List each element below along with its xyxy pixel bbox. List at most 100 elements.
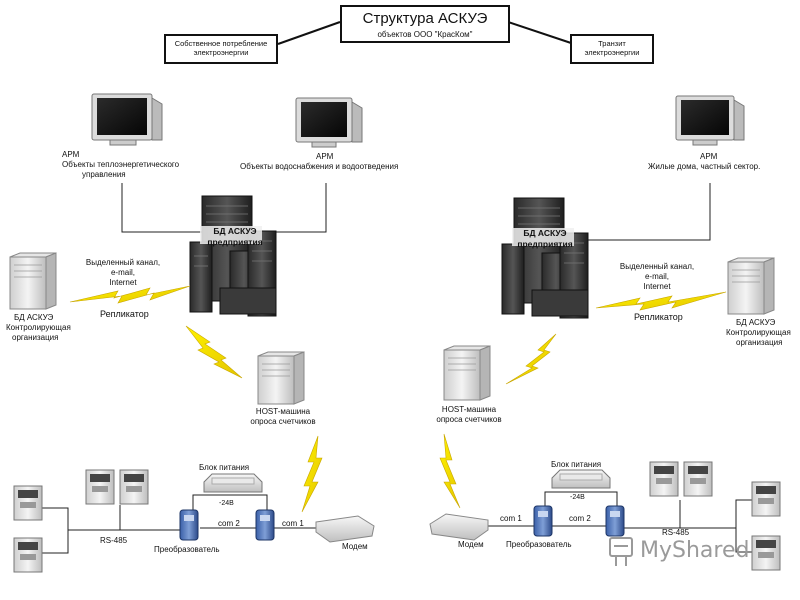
electricity-meter-icon [751, 481, 781, 517]
transit-line-1: Транзит [598, 39, 626, 48]
host-label: HOST-машина опроса счетчиков [238, 407, 328, 427]
db-enterprise-label: БД АСКУЭ предприятия [510, 228, 580, 249]
converter-icon [605, 505, 625, 537]
arm1-to-db-line [121, 183, 210, 233]
server-tower-icon [727, 257, 775, 315]
wiring [42, 183, 760, 554]
electricity-meter-icon [119, 469, 149, 505]
lightning-bolt-icon [301, 435, 323, 513]
power-supply-label: Блок питания [551, 460, 602, 469]
lightning-bolt-icon [439, 433, 461, 509]
host-line-1: HOST-машина [441, 405, 497, 414]
channel-line-3: Internet [643, 282, 671, 291]
rs485-label: RS-485 [662, 528, 690, 537]
lightning-bolt-icon [595, 291, 727, 311]
electricity-meter-icon [13, 485, 43, 521]
lightning-bolt-icon [69, 285, 191, 304]
channel-line-2: e-mail, [644, 272, 669, 281]
converter-icon [533, 505, 553, 537]
monitor-icon [295, 97, 363, 148]
server-tower-icon [9, 252, 57, 310]
db-control-line-1: БД АСКУЭ [14, 313, 54, 322]
arm-heat-label: АРМ Объекты теплоэнергетического управле… [62, 150, 179, 180]
modem-label: Модем [342, 542, 368, 551]
electricity-meter-icon [683, 461, 713, 497]
db-control-label: БД АСКУЭ Контролирующая организация [6, 313, 71, 343]
db-enterprise-line-2: предприятия [207, 236, 263, 247]
header-connectors [277, 21, 575, 45]
converter-icon [255, 509, 275, 541]
db-control-line-3: организация [12, 333, 59, 342]
left-meters-bus [42, 507, 69, 554]
arm-title: АРМ [62, 150, 80, 159]
com2-label: com 2 [569, 514, 591, 523]
db-control-line-2: Контролирующая [726, 328, 791, 337]
channel-line-1: Выделенный канал, [85, 258, 161, 267]
server-tower-icon [257, 351, 305, 405]
com1-label: com 1 [282, 519, 304, 528]
electricity-meter-icon [13, 537, 43, 573]
arm-title: АРМ [700, 152, 718, 161]
host-line-1: HOST-машина [255, 407, 311, 416]
modem-icon [429, 513, 489, 541]
diagram-title: Структура АСКУЭ [362, 10, 488, 27]
arm-title: АРМ [316, 152, 334, 161]
transit-box: Транзит электроэнергии [570, 34, 654, 64]
own-consumption-line-1: Собственное потребление [174, 39, 268, 48]
db-control-label: БД АСКУЭ Контролирующая организация [726, 318, 791, 348]
converter-label: Преобразователь [506, 540, 572, 549]
title-box: Структура АСКУЭ объектов ООО "КрасКом" [340, 5, 510, 43]
db-enterprise-line-1: БД АСКУЭ [523, 228, 567, 238]
converter-icon [179, 509, 199, 541]
replicator-label: Репликатор [634, 312, 683, 322]
left-psu-wire [192, 494, 268, 515]
arm3-to-db-line [580, 183, 711, 241]
electricity-meter-icon [85, 469, 115, 505]
modem-label: Модем [458, 540, 484, 549]
channel-line-3: Internet [109, 278, 137, 287]
own-consumption-line-2: электроэнергии [193, 47, 249, 57]
channel-line-1: Выделенный канал, [619, 262, 695, 271]
com1-label: com 1 [500, 514, 522, 523]
right-psu-wire [544, 491, 618, 512]
title-to-left-connector [277, 21, 341, 45]
host-label: HOST-машина опроса счетчиков [424, 405, 514, 425]
power-supply-label: Блок питания [199, 463, 250, 472]
watermark: MyShared [640, 538, 750, 563]
db-control-line-2: Контролирующая [6, 323, 71, 332]
arm-residential-desc: Жилые дома, частный сектор. [648, 162, 761, 171]
lightning-bolt-icon [505, 333, 557, 385]
lightning-bolt-icon [185, 325, 243, 379]
server-tower-icon [443, 345, 491, 401]
transit-line-2: электроэнергии [584, 47, 640, 57]
monitor-icon [91, 93, 163, 146]
arm-water-label: АРМ Объекты водоснабжения и водоотведени… [240, 152, 398, 172]
converter-label: Преобразователь [154, 545, 220, 554]
channel-line-2: e-mail, [110, 268, 135, 277]
power-supply-icon [203, 473, 263, 493]
channel-label: Выделенный канал, e-mail, Internet [80, 258, 166, 288]
electricity-meter-icon [649, 461, 679, 497]
arm-water-desc: Объекты водоснабжения и водоотведения [240, 162, 399, 171]
title-to-right-connector [507, 21, 575, 45]
watermark-logo-icon [609, 537, 633, 566]
power-supply-icon [551, 469, 611, 489]
db-enterprise-line-2: предприятия [517, 238, 573, 249]
db-enterprise-label: БД АСКУЭ предприятия [200, 226, 270, 247]
electricity-meter-icon [751, 535, 781, 571]
right-meters-bus [735, 499, 760, 553]
arm-heat-desc-2: управления [82, 170, 126, 179]
server-cluster-icon [501, 197, 589, 319]
host-line-2: опроса счетчиков [250, 417, 316, 426]
monitor-icon [675, 95, 745, 146]
voltage-label: -24В [570, 494, 585, 501]
modem-icon [315, 515, 375, 543]
arm-heat-desc-1: Объекты теплоэнергетического [62, 160, 180, 169]
channel-label: Выделенный канал, e-mail, Internet [614, 262, 700, 292]
rs485-label: RS-485 [100, 536, 128, 545]
voltage-label: -24В [219, 500, 234, 507]
arm2-to-db-line [260, 183, 327, 233]
server-cluster-icon [189, 195, 277, 317]
own-consumption-box: Собственное потребление электроэнергии [164, 34, 278, 64]
